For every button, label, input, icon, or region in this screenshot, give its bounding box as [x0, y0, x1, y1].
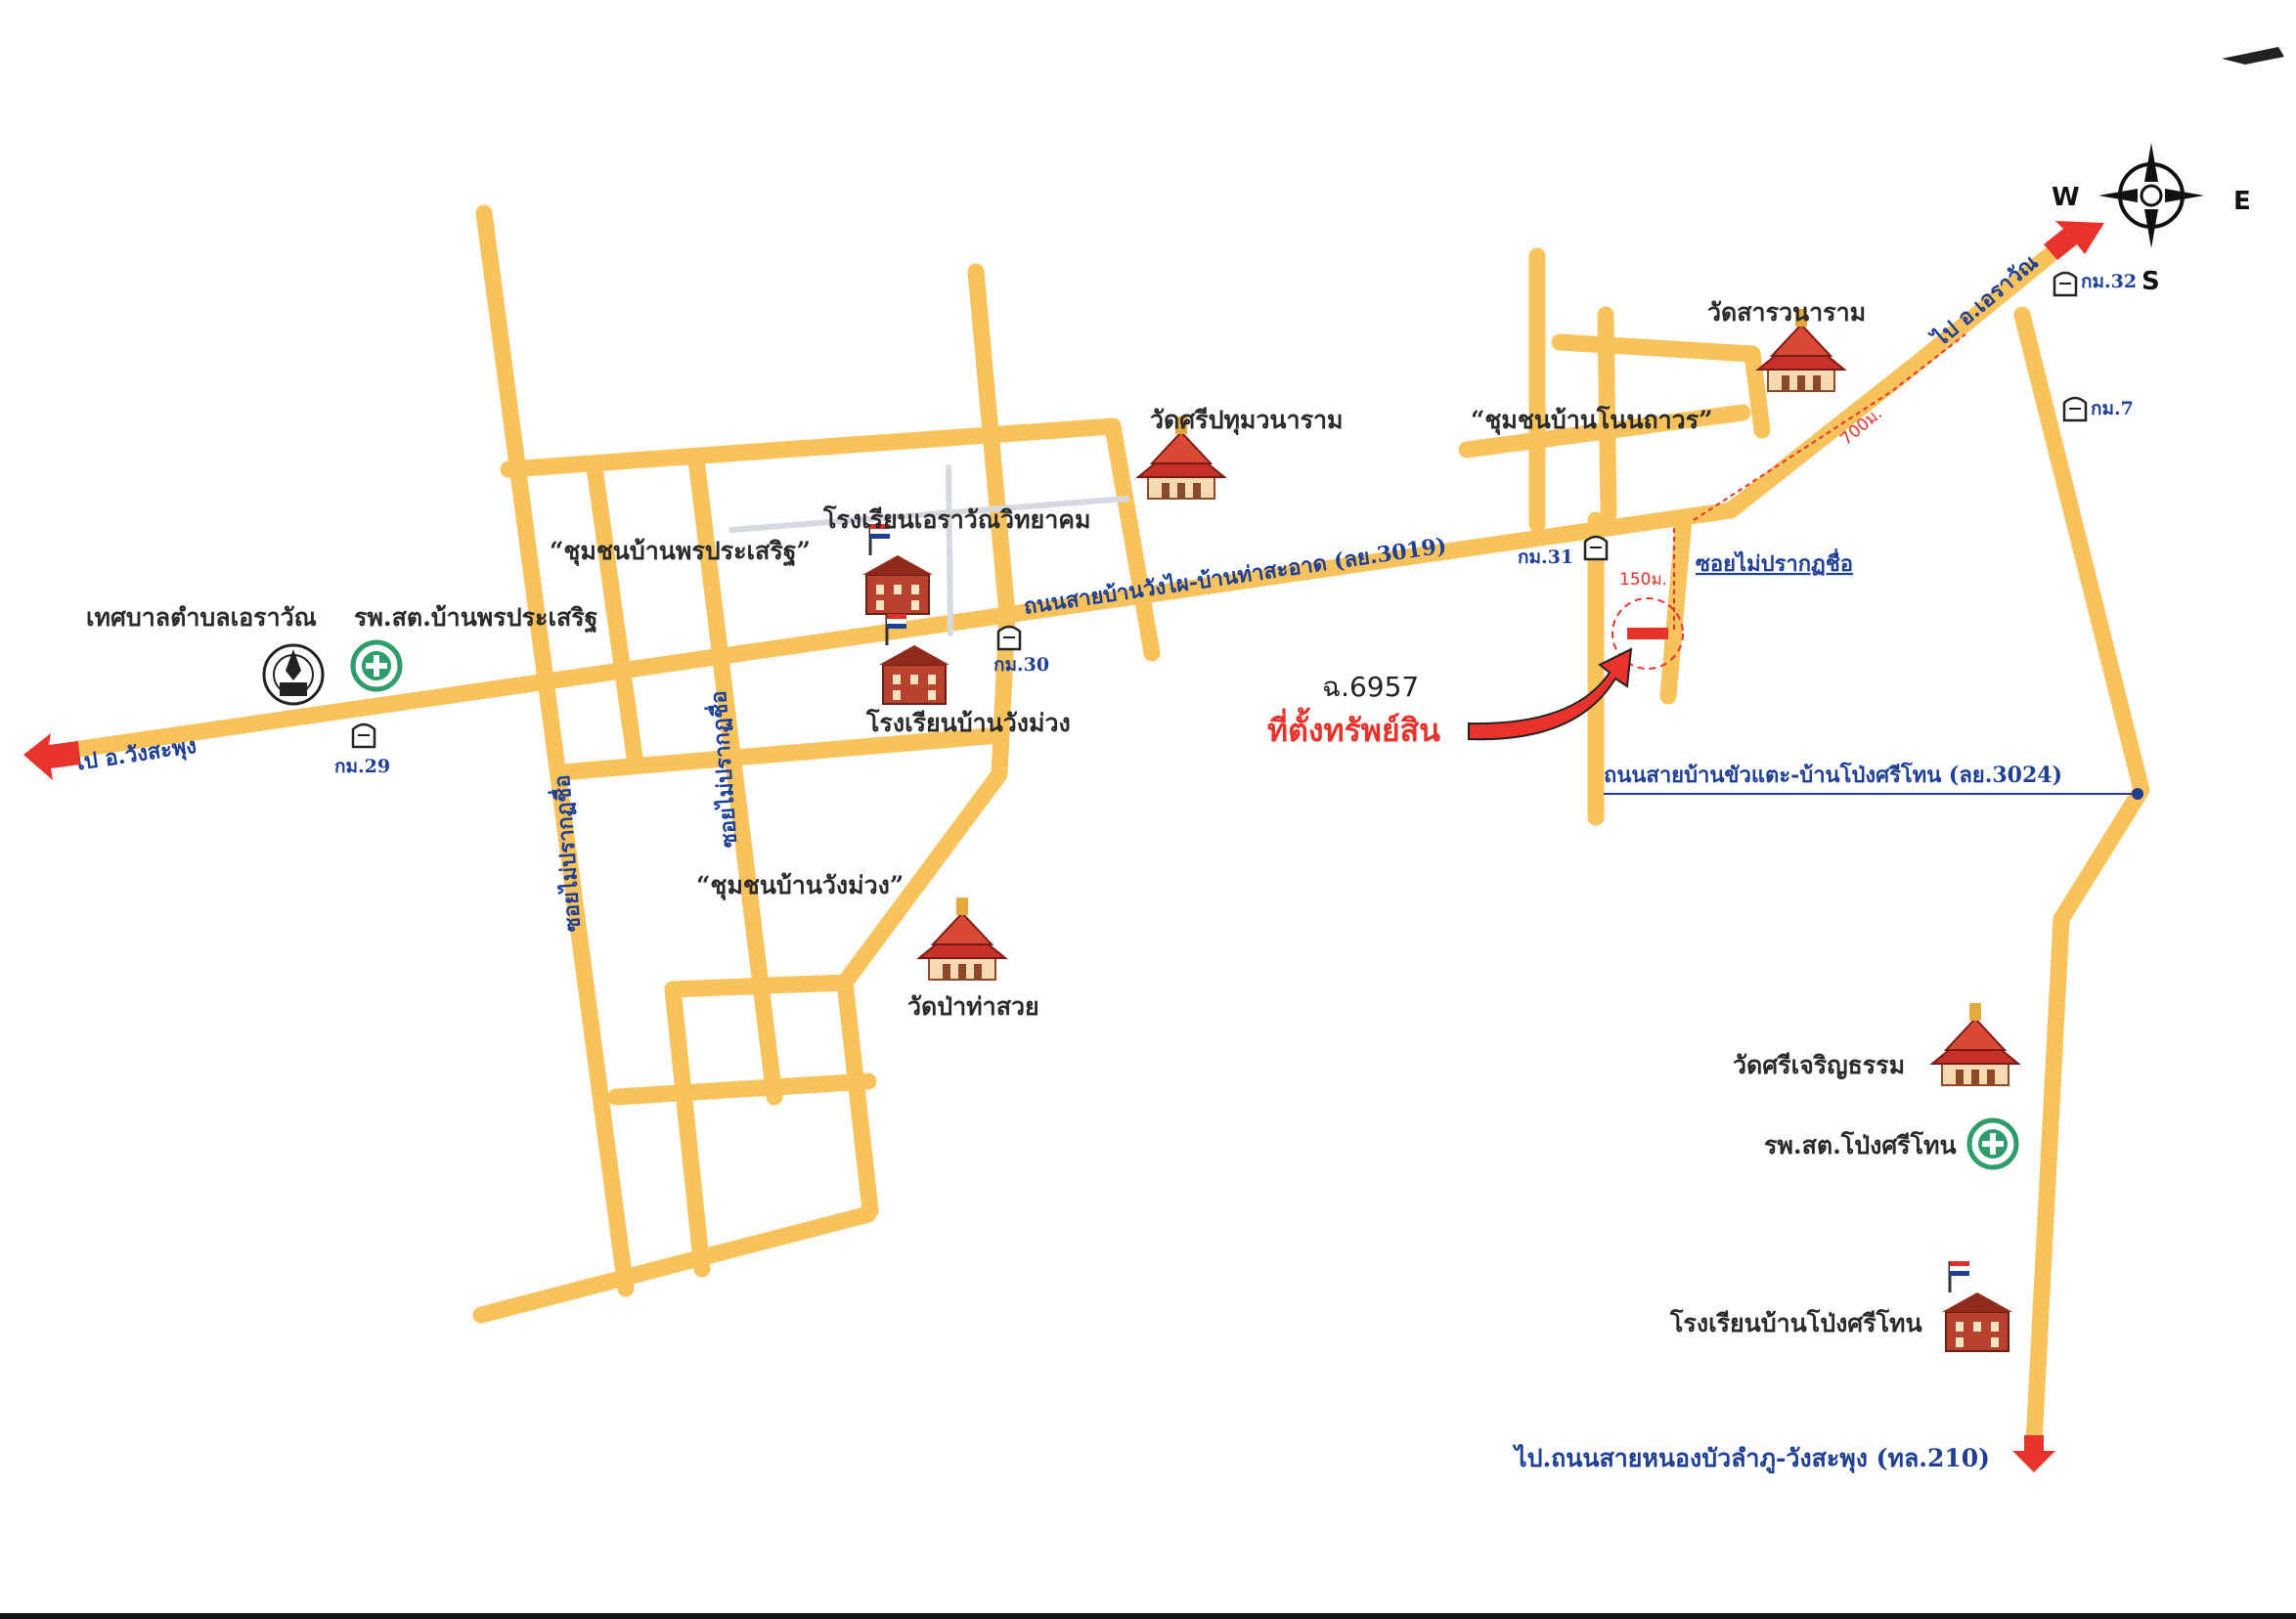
- km-post-icon: [1583, 535, 1609, 561]
- hospital-icon: [353, 642, 400, 689]
- wat-sri-charoen-label: วัดศรีเจริญธรรม: [1733, 1051, 1905, 1079]
- hospital-pongsrithon-label: รพ.สต.โป่งศรีโทน: [1764, 1130, 1957, 1160]
- road-left-inner-3: [836, 263, 1016, 1219]
- scan-bottom-edge: [0, 1613, 2296, 1619]
- main-road-label: ถนนสายบ้านวังไผ-บ้านท่าสะอาด (ลย.3019): [1022, 532, 1448, 620]
- road-erawan-school-street: [500, 417, 1161, 662]
- road-left-inner-1: [586, 459, 644, 773]
- arrow-west-icon: [23, 733, 80, 780]
- school-icon: [1940, 1259, 2014, 1353]
- arrow-north-east-icon: [2044, 221, 2104, 260]
- wat-pa-tha-suai-label: วัดป่าท่าสวย: [907, 992, 1039, 1021]
- road-3024: [2013, 306, 2150, 1452]
- distance-150-label: 150ม.: [1619, 570, 1667, 590]
- property-marker: [1627, 628, 1668, 639]
- main-road-3019: [30, 247, 2057, 764]
- compass-w-label: W: [2052, 183, 2080, 212]
- road-soi-property: [1587, 509, 1693, 826]
- temple-icon: [918, 897, 1006, 981]
- km32-label: กม.32: [2081, 271, 2137, 292]
- road-3024-junction-dot: [2132, 788, 2143, 800]
- road-nonthawon: [1458, 247, 1771, 533]
- community-wangmuang-label: “ชุมชนบ้านวังม่วง”: [696, 871, 904, 901]
- km29-label: กม.29: [334, 756, 390, 777]
- soi-left-label: ซอยไม่ปรากฏชื่อ: [546, 774, 586, 934]
- road-south-grid: [472, 726, 1008, 1324]
- arrow-south-icon: [2012, 1435, 2055, 1472]
- school-erawan-label: โรงเรียนเอราวัณวิทยาคม: [822, 504, 1090, 534]
- km7-label: กม.7: [2091, 398, 2134, 419]
- lane-school: [729, 464, 1129, 636]
- municipality-label: เทศบาลตำบลเอราวัณ: [86, 603, 317, 632]
- property-pointer-arrow: [1468, 647, 1633, 741]
- hospital-icon: [1969, 1120, 2016, 1167]
- community-pornprasert-label: “ชุมชนบ้านพรประเสริฐ”: [550, 537, 811, 567]
- property-highlight-circle: [1612, 597, 1684, 670]
- school-wangmuang-label: โรงเรียนบ้านวังม่วง: [865, 708, 1071, 737]
- km-post-icon: [351, 722, 376, 749]
- km-post-icon: [2062, 396, 2088, 422]
- community-nonthawon-label: “ชุมชนบ้านโนนถาวร”: [1471, 405, 1713, 436]
- wat-sri-pathum-label: วัดศรีปทุมวนาราม: [1150, 406, 1344, 436]
- km-post-icon: [2053, 271, 2078, 297]
- property-location-label: ที่ตั้งทรัพย์สิน: [1267, 707, 1440, 749]
- hospital-pornprasert-label: รพ.สต.บ้านพรประเสริฐ: [354, 603, 598, 634]
- to-highway-210-label: ไป.ถนนสายหนองบัวลำภู-วังสะพุง (ทล.210): [1512, 1443, 1990, 1474]
- km-post-icon: [996, 625, 1022, 651]
- km31-label: กม.31: [1518, 547, 1573, 568]
- compass-icon: [2098, 143, 2204, 248]
- road-3024-label: ถนนสายบ้านขัวแตะ-บ้านโป่งศรีโทน (ลย.3024…: [1604, 762, 2062, 788]
- school-icon: [861, 522, 935, 616]
- wat-sarawanaram-label: วัดสารวนาราม: [1707, 298, 1866, 327]
- property-plate-label: ฉ.6957: [1322, 671, 1419, 703]
- seal-icon: [262, 643, 325, 706]
- compass-e-label: E: [2233, 187, 2251, 216]
- road-west-vertical: [475, 204, 635, 1297]
- soi-mid-label: ซอยไม่ปรากฏชื่อ: [702, 690, 742, 850]
- compass-s-label: S: [2141, 267, 2160, 296]
- scan-mark: [2222, 47, 2284, 65]
- km30-label: กม.30: [993, 654, 1049, 676]
- unnamed-soi-label: ซอยไม่ปรากฏชื่อ: [1696, 547, 1853, 577]
- school-pongsrithon-label: โรงเรียนบ้านโป่งศรีโทน: [1669, 1308, 1922, 1337]
- temple-icon: [1931, 1002, 2019, 1086]
